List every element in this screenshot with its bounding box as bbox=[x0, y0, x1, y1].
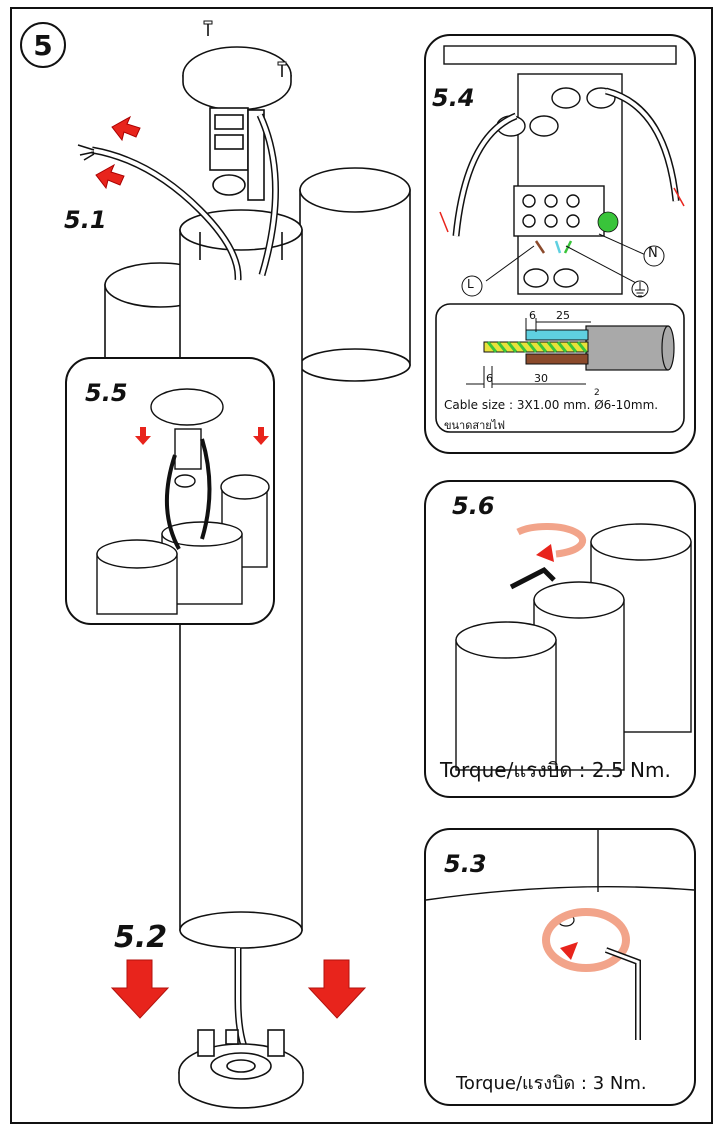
substep-label-5-4: 5.4 bbox=[432, 84, 475, 112]
substep-label-5-5: 5.5 bbox=[85, 379, 128, 407]
footnote-mark: 2 bbox=[594, 388, 600, 398]
outer-frame bbox=[10, 7, 713, 1124]
torque-panel-5-3: 5.3 Torque/แรงบิด : 3 Nm. bbox=[424, 828, 696, 1106]
wiring-panel-5-4: 5.4 N L 6 25 6 30 2 Cable size : 3X1.00 … bbox=[424, 34, 696, 454]
inset-panel-5-5: 5.5 bbox=[65, 357, 275, 625]
torque-value-5-3: Torque/แรงบิด : 3 Nm. bbox=[456, 1073, 647, 1094]
top-cap bbox=[182, 20, 292, 201]
base-plate bbox=[178, 1029, 304, 1109]
dim-6-top: 6 bbox=[529, 309, 536, 322]
dim-25: 25 bbox=[556, 309, 570, 322]
torque-panel-5-6: 5.6 Torque/แรงบิด : 2.5 Nm. bbox=[424, 480, 696, 798]
substep-label-5-6: 5.6 bbox=[452, 492, 495, 520]
inset-5-5-artwork bbox=[96, 388, 270, 615]
cable-size-thai-text: ขนาดสายไฟ bbox=[444, 419, 506, 432]
substep-label-5-2: 5.2 bbox=[114, 920, 168, 955]
step-number-badge: 5 bbox=[20, 22, 66, 68]
back-cylinder bbox=[299, 167, 411, 382]
torque-5-3-artwork bbox=[426, 830, 694, 1040]
live-marker: L bbox=[467, 277, 474, 291]
dim-30: 30 bbox=[534, 372, 548, 385]
substep-label-5-3: 5.3 bbox=[444, 850, 487, 878]
neutral-marker: N bbox=[648, 246, 658, 261]
torque-5-6-artwork bbox=[455, 522, 692, 771]
wiring-diagram bbox=[435, 45, 685, 433]
dim-6-bottom: 6 bbox=[486, 372, 493, 385]
torque-value-5-6: Torque/แรงบิด : 2.5 Nm. bbox=[440, 758, 671, 782]
cable-size-text: Cable size : 3X1.00 mm. Ø6-10mm. bbox=[444, 398, 659, 412]
substep-label-5-1: 5.1 bbox=[64, 206, 107, 234]
